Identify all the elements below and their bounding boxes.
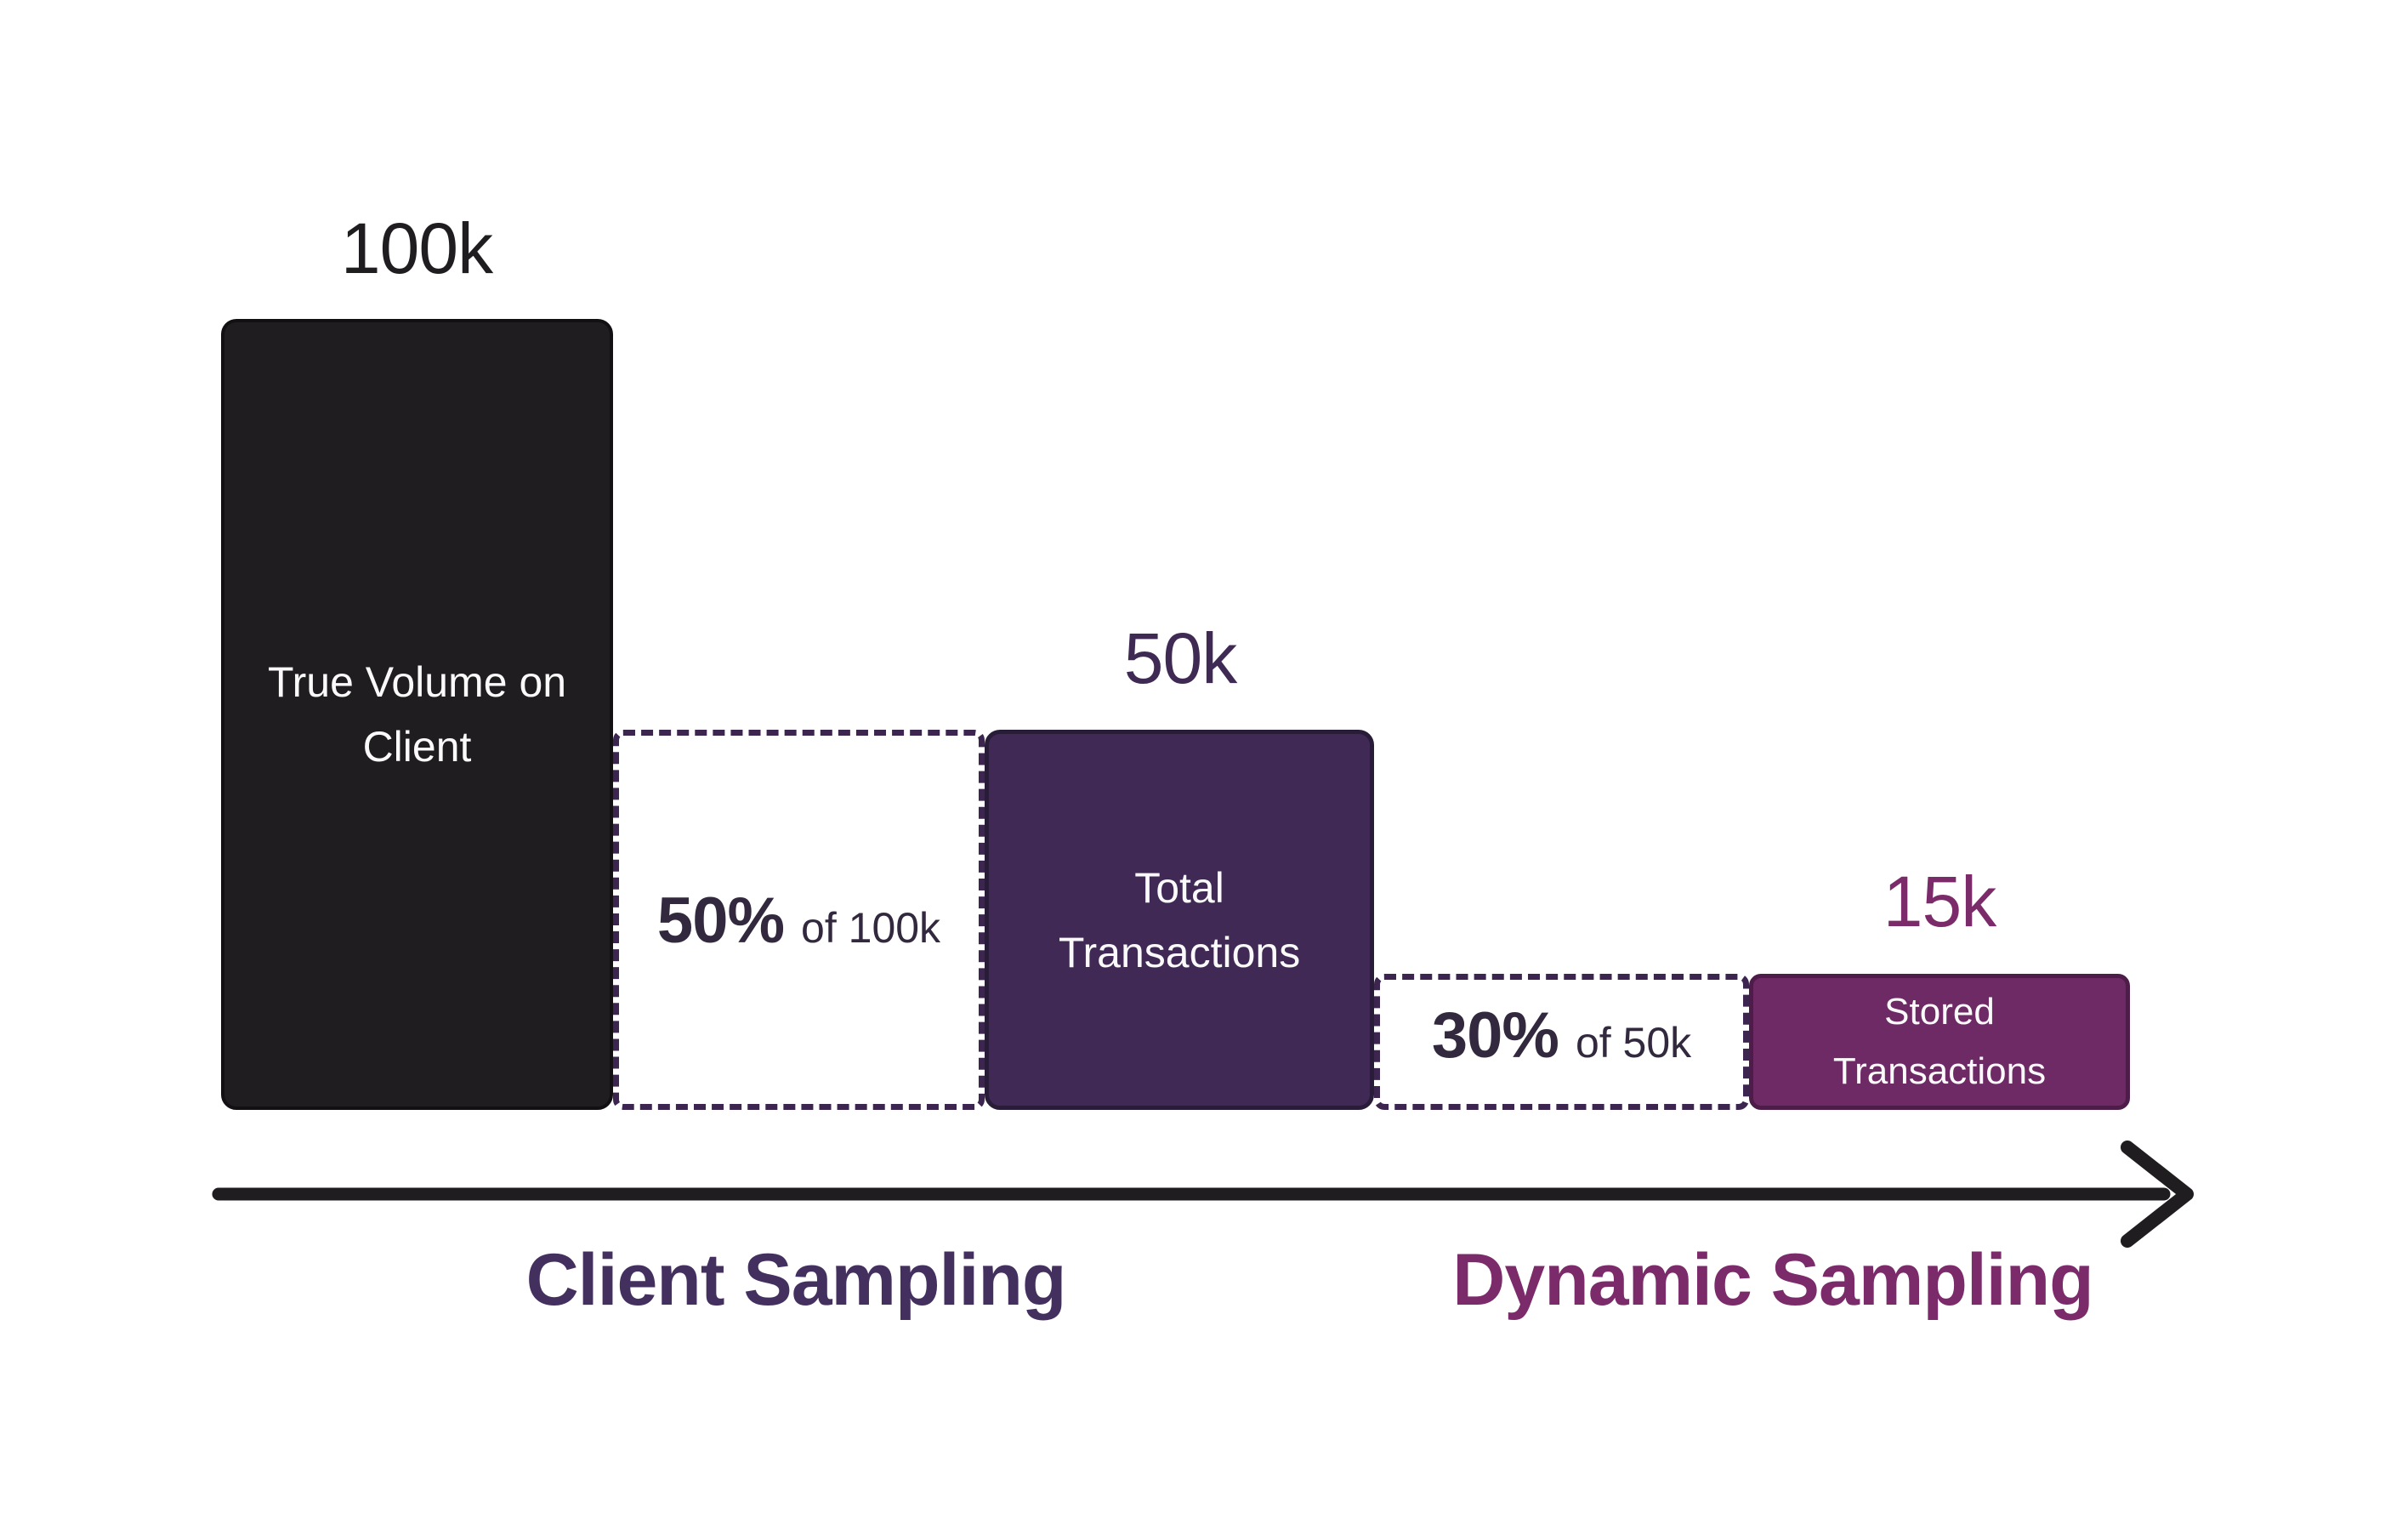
bar-stored-transactions: Stored Transactions bbox=[1749, 974, 2130, 1110]
client-sample-rate-box: 50% of 100k bbox=[613, 730, 985, 1110]
dynamic-sample-rate-of: of 50k bbox=[1575, 1019, 1692, 1067]
client-sample-rate-of: of 100k bbox=[801, 904, 941, 952]
client-sample-rate-pct: 50% bbox=[656, 885, 785, 957]
value-label-stored: 15k bbox=[1883, 862, 1996, 942]
dynamic-sample-rate-box: 30% of 50k bbox=[1374, 974, 1749, 1110]
bar-true-volume-label: True Volume on Client bbox=[267, 658, 567, 771]
bar-stored-transactions-label: Stored Transactions bbox=[1832, 991, 2047, 1092]
bar-true-volume: True Volume on Client bbox=[221, 319, 613, 1110]
bar-total-transactions: Total Transactions bbox=[985, 730, 1374, 1110]
bar-total-transactions-label: Total Transactions bbox=[1058, 863, 1301, 976]
value-label-true-volume: 100k bbox=[340, 208, 493, 288]
stage-label-client-sampling: Client Sampling bbox=[525, 1239, 1067, 1321]
arrow-right-icon bbox=[212, 1141, 2194, 1248]
dynamic-sample-rate-pct: 30% bbox=[1431, 999, 1559, 1072]
value-label-total: 50k bbox=[1123, 618, 1237, 698]
stage-label-dynamic-sampling: Dynamic Sampling bbox=[1452, 1239, 2093, 1321]
